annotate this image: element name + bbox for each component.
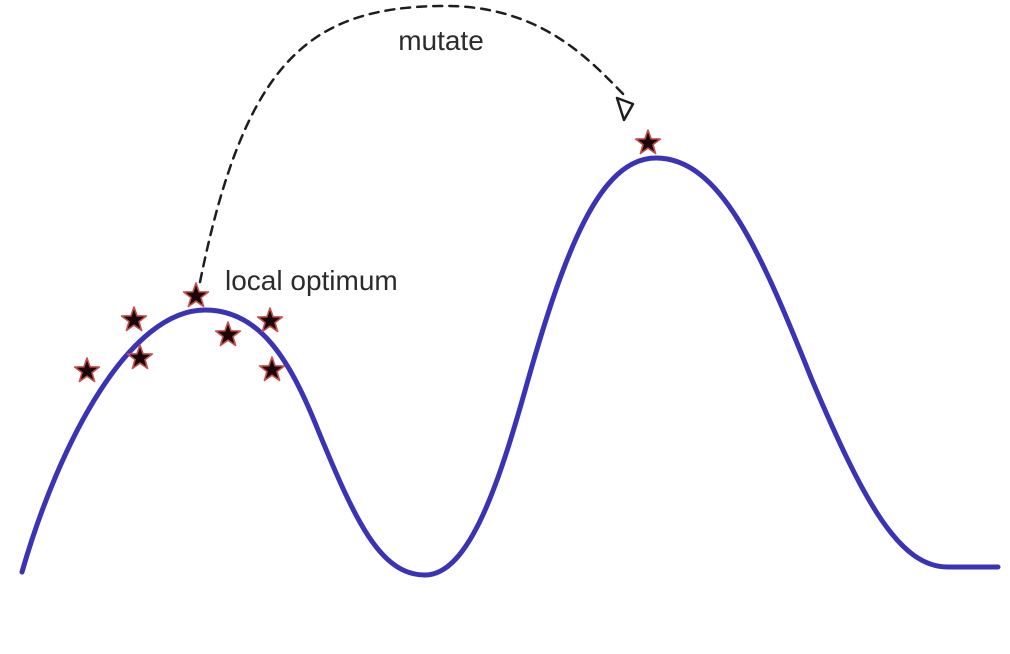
triangle-arrowhead-icon [615, 96, 635, 122]
fitness-landscape-curve [19, 155, 1001, 578]
star-icon [634, 129, 662, 155]
local-optimum-label: local optimum [225, 265, 398, 296]
star-icon [73, 357, 101, 383]
star-icon [120, 306, 148, 332]
mutate-label: mutate [398, 25, 484, 56]
star-icon [182, 282, 210, 308]
star-icon [256, 307, 284, 333]
star-icon [258, 356, 286, 382]
star-icon [214, 321, 242, 347]
